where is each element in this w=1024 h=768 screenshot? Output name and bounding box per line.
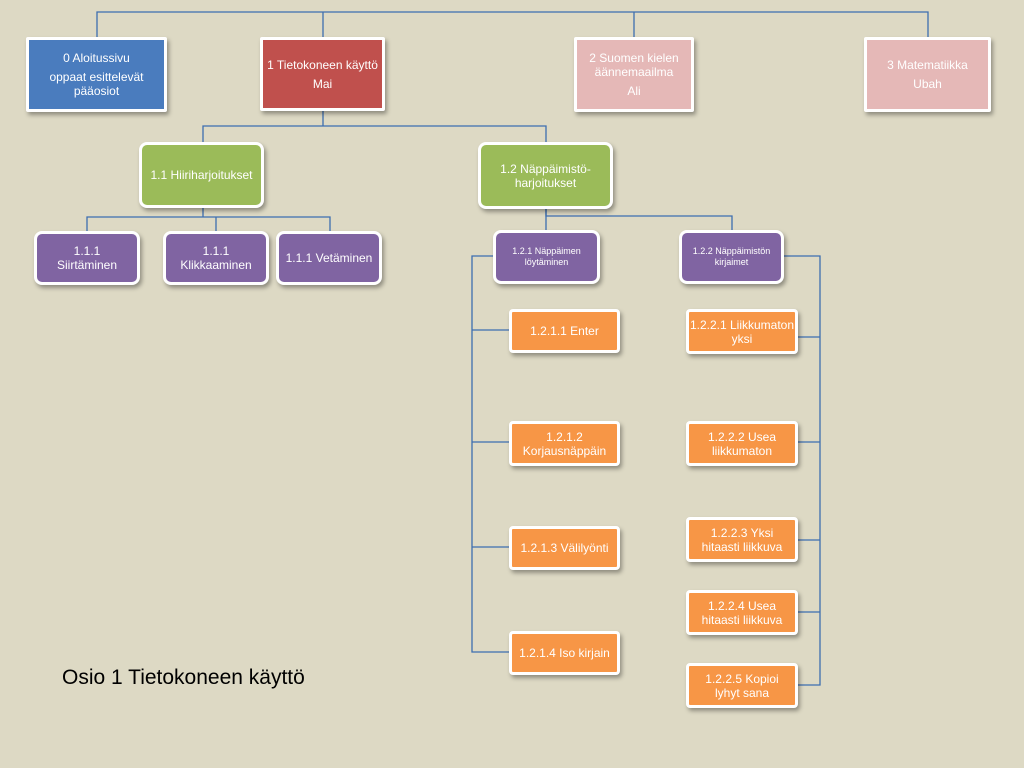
node-suomen-kielen-title: 2 Suomen kielen äännemaailma [589, 51, 679, 79]
node-kopioi-lyhyt-sana: 1.2.2.5 Kopioi lyhyt sana [686, 663, 798, 708]
node-iso-kirjain-label: 1.2.1.4 Iso kirjain [519, 646, 610, 660]
node-tietokoneen-kaytto-owner: Mai [312, 76, 333, 91]
connector-n11-children [86, 206, 331, 232]
node-liikkumaton-yksi-label: 1.2.2.1 Liikkumaton yksi [689, 317, 795, 346]
node-enter-label: 1.2.1.1 Enter [530, 324, 599, 338]
node-usea-hitaasti-liikkuva: 1.2.2.4 Usea hitaasti liikkuva [686, 590, 798, 635]
node-matematiikka-owner: Ubah [913, 77, 942, 91]
node-siirtaminen: 1.1.1 Siirtäminen [34, 231, 140, 285]
diagram-caption: Osio 1 Tietokoneen käyttö [62, 666, 305, 689]
node-matematiikka-title: 3 Matematiikka [887, 58, 968, 72]
node-nappaimistoharjoitukset: 1.2 Näppäimistö-harjoitukset [478, 142, 613, 209]
node-klikkaaminen: 1.1.1 Klikkaaminen [163, 231, 269, 285]
node-usea-liikkumaton-label: 1.2.2.2 Usea liikkumaton [707, 429, 777, 458]
node-siirtaminen-label: 1.1.1 Siirtäminen [56, 244, 118, 272]
node-matematiikka: 3 Matematiikka Ubah [864, 37, 991, 112]
node-hiiriharjoitukset-label: 1.1 Hiiriharjoitukset [150, 168, 253, 182]
node-suomen-kielen-aannemaailma: 2 Suomen kielen äännemaailma Ali [574, 37, 694, 112]
connector-n12-children [545, 207, 733, 230]
node-nappaimen-loytaminen: 1.2.1 Näppäimen löytäminen [493, 230, 600, 284]
connector-n1-children [202, 108, 547, 143]
node-vetaminen-label: 1.1.1 Vetäminen [285, 251, 373, 265]
node-yksi-hitaasti-liikkuva-label: 1.2.2.3 Yksi hitaasti liikkuva [701, 525, 783, 554]
node-aloitussivu-subtitle: oppaat esittelevät pääosiot [49, 70, 144, 98]
node-nappaimiston-kirjaimet: 1.2.2 Näppäimistön kirjaimet [679, 230, 784, 284]
node-tietokoneen-kaytto-title: 1 Tietokoneen käyttö [267, 57, 378, 72]
node-iso-kirjain: 1.2.1.4 Iso kirjain [509, 631, 620, 675]
node-nappaimiston-kirjaimet-label: 1.2.2 Näppäimistön kirjaimet [692, 246, 771, 267]
connector-n121-branch [471, 207, 547, 653]
node-nappaimen-loytaminen-label: 1.2.1 Näppäimen löytäminen [512, 246, 581, 267]
node-valilyonti: 1.2.1.3 Välilyönti [509, 526, 620, 570]
node-korjausnappain: 1.2.1.2 Korjausnäppäin [509, 421, 620, 466]
node-korjausnappain-label: 1.2.1.2 Korjausnäppäin [522, 429, 607, 458]
node-yksi-hitaasti-liikkuva: 1.2.2.3 Yksi hitaasti liikkuva [686, 517, 798, 562]
node-nappaimistoharjoitukset-label: 1.2 Näppäimistö-harjoitukset [500, 161, 591, 190]
connector-root-bus [96, 11, 929, 37]
node-klikkaaminen-label: 1.1.1 Klikkaaminen [180, 244, 252, 272]
node-valilyonti-label: 1.2.1.3 Välilyönti [520, 541, 609, 555]
node-liikkumaton-yksi: 1.2.2.1 Liikkumaton yksi [686, 309, 798, 354]
node-usea-liikkumaton: 1.2.2.2 Usea liikkumaton [686, 421, 798, 466]
node-aloitussivu-title: 0 Aloitussivu [63, 51, 130, 65]
node-tietokoneen-kaytto: 1 Tietokoneen käyttö Mai [260, 37, 385, 111]
node-kopioi-lyhyt-sana-label: 1.2.2.5 Kopioi lyhyt sana [705, 671, 779, 700]
node-hiiriharjoitukset: 1.1 Hiiriharjoitukset [139, 142, 264, 208]
node-vetaminen: 1.1.1 Vetäminen [276, 231, 382, 285]
node-enter: 1.2.1.1 Enter [509, 309, 620, 353]
connector-n122-branch [780, 255, 821, 686]
node-aloitussivu: 0 Aloitussivu oppaat esittelevät pääosio… [26, 37, 167, 112]
node-usea-hitaasti-liikkuva-label: 1.2.2.4 Usea hitaasti liikkuva [701, 598, 783, 627]
node-suomen-kielen-owner: Ali [627, 84, 641, 98]
